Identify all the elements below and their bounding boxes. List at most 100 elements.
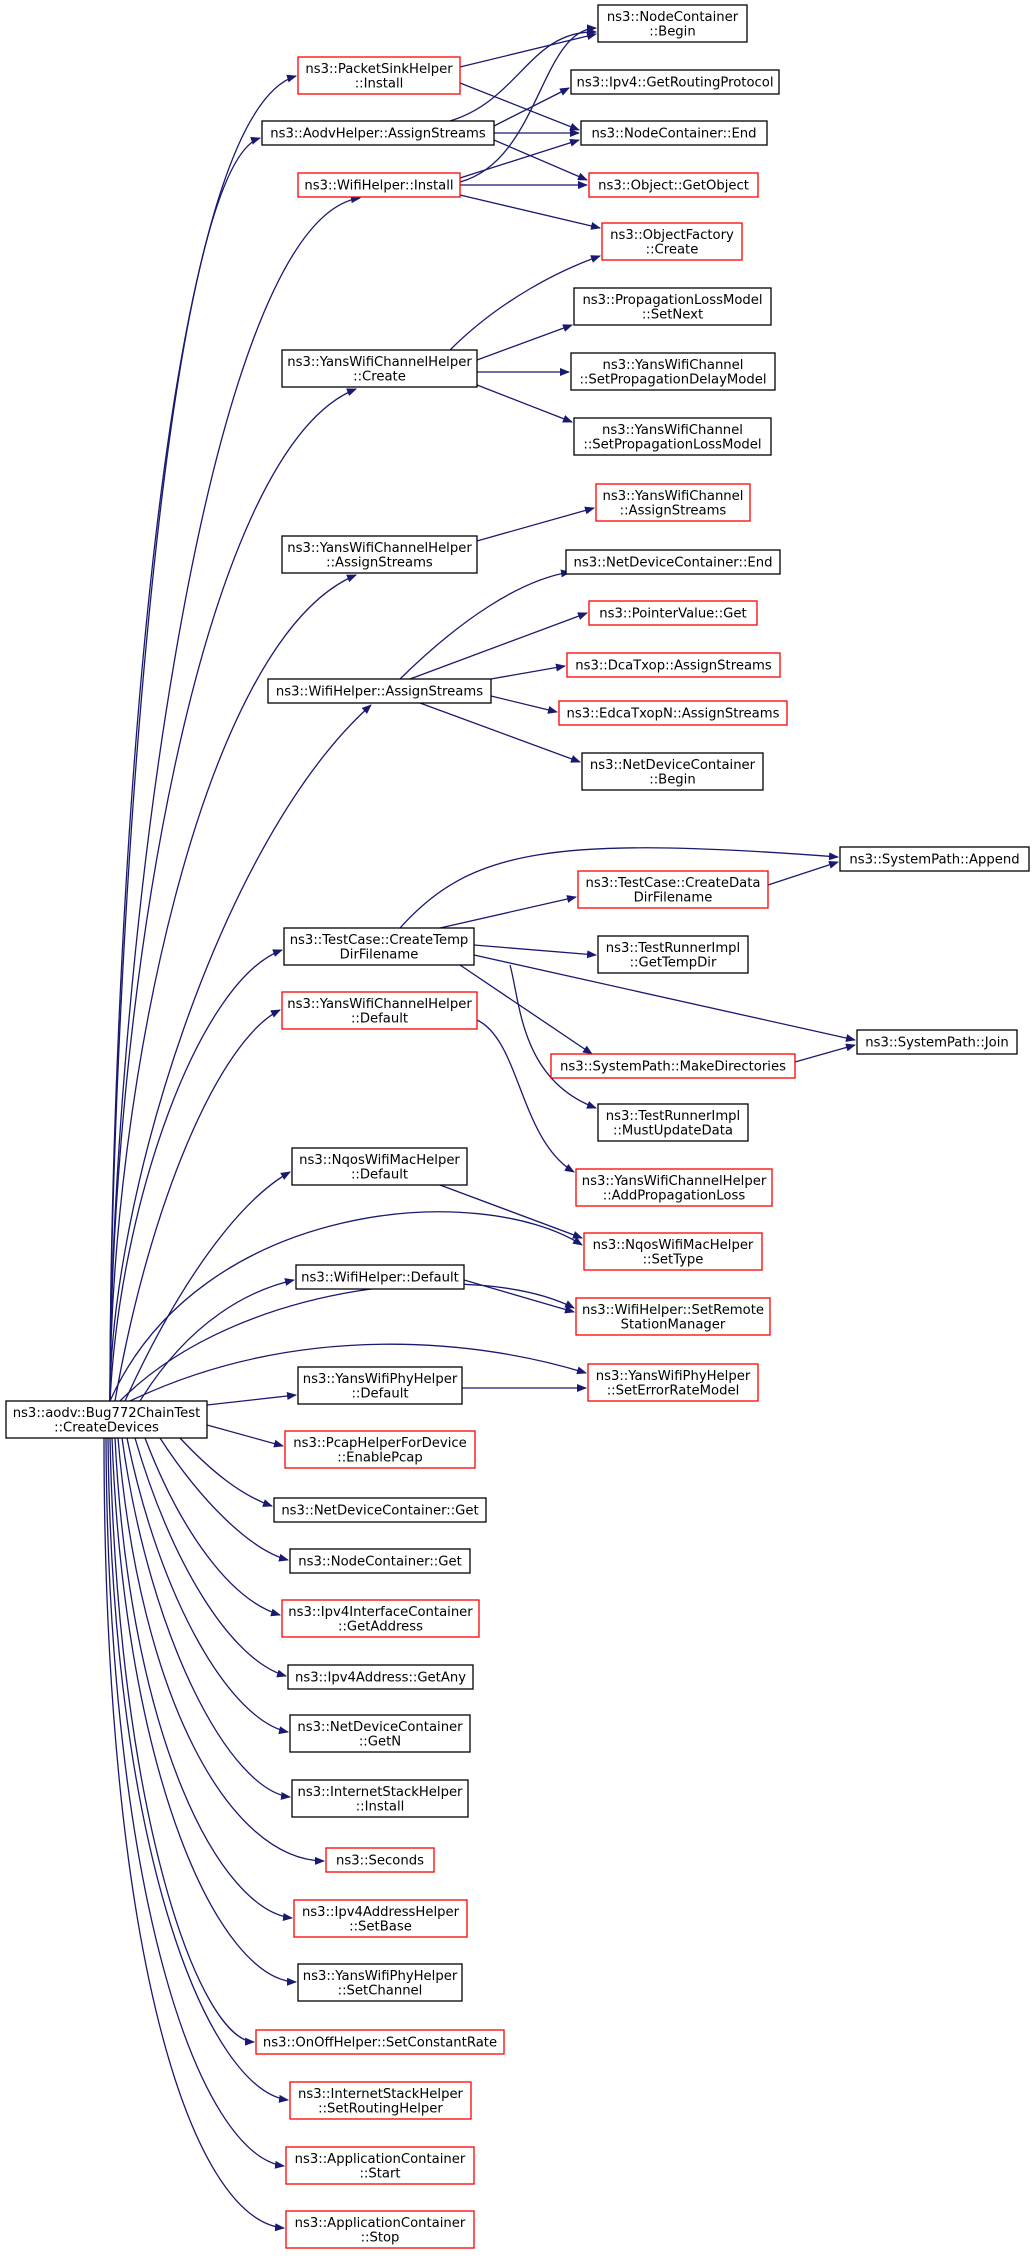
node-label-line: ::AssignStreams (620, 503, 727, 518)
node-seconds[interactable]: ns3::Seconds (325, 1847, 435, 1873)
edge-aodvAssign-to-ncBegin (449, 27, 597, 122)
edge-root-to-wifiAssign (109, 704, 372, 1402)
edge-yansChCreate-to-yansChSetLoss (476, 384, 573, 423)
node-box (839, 846, 1030, 872)
node-objFactoryCreate[interactable]: ns3::ObjectFactory::Create (601, 222, 743, 261)
node-label-line: ns3::TestRunnerImpl (606, 1109, 740, 1124)
node-ndcEnd[interactable]: ns3::NetDeviceContainer::End (565, 549, 781, 575)
node-box (601, 222, 743, 261)
node-getTempDir[interactable]: ns3::TestRunnerImpl::GetTempDir (597, 935, 749, 974)
node-ncEnd[interactable]: ns3::NodeContainer::End (580, 120, 768, 146)
node-box (291, 1779, 469, 1818)
node-wifiDefault[interactable]: ns3::WifiHelper::Default (295, 1264, 465, 1290)
node-yansChannelAssign[interactable]: ns3::YansWifiChannel::AssignStreams (595, 483, 751, 522)
node-addPropLoss[interactable]: ns3::YansWifiChannelHelper::AddPropagati… (575, 1168, 773, 1207)
node-box (255, 2029, 505, 2055)
node-yansChSetLoss[interactable]: ns3::YansWifiChannel::SetPropagationLoss… (573, 417, 772, 456)
node-ipv4SetBase[interactable]: ns3::Ipv4AddressHelper::SetBase (293, 1899, 468, 1938)
node-label-line: ns3::EdcaTxopN::AssignStreams (567, 707, 780, 722)
node-pointerGet[interactable]: ns3::PointerValue::Get (588, 600, 758, 626)
node-dcaAssign[interactable]: ns3::DcaTxop::AssignStreams (566, 652, 781, 678)
node-label-line: ns3::Ipv4::GetRoutingProtocol (576, 76, 773, 91)
edge-root-to-nqosDefault (124, 1171, 291, 1402)
node-yansChAssign[interactable]: ns3::YansWifiChannelHelper::AssignStream… (281, 535, 478, 574)
edge-root-to-onoffRate (109, 1437, 255, 2046)
node-root[interactable]: ns3::aodv::Bug772ChainTest::CreateDevice… (5, 1400, 208, 1439)
node-makeDirs[interactable]: ns3::SystemPath::MakeDirectories (550, 1053, 796, 1079)
node-ipv4IfGetAddr[interactable]: ns3::Ipv4InterfaceContainer::GetAddress (281, 1599, 480, 1638)
nodes-layer: ns3::aodv::Bug772ChainTest::CreateDevice… (5, 4, 1030, 2249)
node-propLossSetNext[interactable]: ns3::PropagationLossModel::SetNext (573, 287, 772, 326)
node-label-line: ns3::ApplicationContainer (295, 2152, 466, 2167)
node-box (289, 1548, 471, 1574)
node-label-line: ns3::YansWifiChannel (603, 358, 744, 373)
node-pcapEnable[interactable]: ns3::PcapHelperForDevice::EnablePcap (284, 1430, 476, 1469)
node-label-line: StationManager (621, 1317, 726, 1332)
node-packetSinkInstall[interactable]: ns3::PacketSinkHelper::Install (297, 56, 461, 95)
node-wifiInstall[interactable]: ns3::WifiHelper::Install (297, 172, 461, 198)
edge-root-to-ipv4SetBase (114, 1437, 293, 1921)
edge-root-to-wifiDefault (139, 1278, 295, 1402)
node-label-line: ns3::YansWifiPhyHelper (303, 1969, 458, 1984)
node-box (261, 120, 495, 146)
node-appStart[interactable]: ns3::ApplicationContainer::Start (285, 2146, 475, 2185)
node-ncBegin[interactable]: ns3::NodeContainer::Begin (597, 4, 748, 43)
node-label-line: ::SetType (643, 1252, 704, 1267)
edge-nqosDefault-to-nqosSetType (439, 1184, 583, 1239)
node-inetSetRouting[interactable]: ns3::InternetStackHelper::SetRoutingHelp… (289, 2081, 472, 2120)
node-mustUpdate[interactable]: ns3::TestRunnerImpl::MustUpdateData (597, 1103, 749, 1142)
node-label-line: ::Install (355, 76, 404, 91)
node-yansChDefault[interactable]: ns3::YansWifiChannelHelper::Default (281, 991, 478, 1030)
node-appStop[interactable]: ns3::ApplicationContainer::Stop (285, 2210, 475, 2249)
node-sysAppend[interactable]: ns3::SystemPath::Append (839, 846, 1030, 872)
edge-root-to-createTemp (109, 949, 283, 1402)
node-label-line: ns3::TestCase::CreateData (586, 876, 761, 891)
node-aodvAssign[interactable]: ns3::AodvHelper::AssignStreams (261, 120, 495, 146)
node-label-line: ns3::WifiHelper::SetRemote (582, 1303, 764, 1318)
node-label-line: ns3::PacketSinkHelper (305, 62, 453, 77)
edge-wifiAssign-to-pointerGet (409, 612, 588, 680)
node-box (281, 349, 478, 388)
node-wifiAssign[interactable]: ns3::WifiHelper::AssignStreams (267, 678, 492, 704)
edge-root-to-aodvAssign (109, 137, 261, 1402)
node-label-line: ns3::NqosWifiMacHelper (593, 1238, 754, 1253)
edge-root-to-inetSetRouting (107, 1437, 289, 2103)
node-ncGet[interactable]: ns3::NodeContainer::Get (289, 1548, 471, 1574)
node-ndcGet[interactable]: ns3::NetDeviceContainer::Get (273, 1497, 487, 1523)
edge-createTemp-to-sysAppend (399, 847, 839, 929)
node-ipv4GetRouting[interactable]: ns3::Ipv4::GetRoutingProtocol (570, 69, 780, 95)
node-yansChCreate[interactable]: ns3::YansWifiChannelHelper::Create (281, 349, 478, 388)
node-box (597, 935, 749, 974)
node-yansPhyDefault[interactable]: ns3::YansWifiPhyHelper::Default (297, 1366, 463, 1405)
node-label-line: ns3::TestRunnerImpl (606, 941, 740, 956)
edge-wifiAssign-to-ndcEnd (399, 569, 571, 680)
node-yansPhySetChannel[interactable]: ns3::YansWifiPhyHelper::SetChannel (297, 1963, 463, 2002)
node-ndcGetN[interactable]: ns3::NetDeviceContainer::GetN (289, 1714, 471, 1753)
node-sysJoin[interactable]: ns3::SystemPath::Join (856, 1029, 1018, 1055)
node-edcaAssign[interactable]: ns3::EdcaTxopN::AssignStreams (558, 700, 788, 726)
node-objGetObject[interactable]: ns3::Object::GetObject (588, 172, 759, 198)
node-box (267, 678, 492, 704)
node-box (325, 1847, 435, 1873)
node-label-line: ::GetTempDir (630, 955, 717, 970)
node-label-line: ::Stop (361, 2230, 400, 2245)
node-inetInstall[interactable]: ns3::InternetStackHelper::Install (291, 1779, 469, 1818)
node-yansChSetDelay[interactable]: ns3::YansWifiChannel::SetPropagationDela… (570, 352, 776, 391)
node-box (291, 1147, 468, 1186)
edge-wifiAssign-to-edcaAssign (490, 695, 558, 714)
node-nqosDefault[interactable]: ns3::NqosWifiMacHelper::Default (291, 1147, 468, 1186)
edge-wifiInstall-to-objFactoryCreate (459, 194, 601, 230)
node-onoffRate[interactable]: ns3::OnOffHelper::SetConstantRate (255, 2029, 505, 2055)
node-label-line: ::SetPropagationDelayModel (579, 372, 766, 387)
node-label-line: ns3::NetDeviceContainer::End (574, 556, 773, 571)
node-ipv4GetAny[interactable]: ns3::Ipv4Address::GetAny (287, 1664, 474, 1690)
node-label-line: ns3::NqosWifiMacHelper (299, 1153, 460, 1168)
node-setErrorRate[interactable]: ns3::YansWifiPhyHelper::SetErrorRateMode… (587, 1363, 759, 1402)
node-label-line: ns3::NodeContainer::Get (298, 1555, 462, 1570)
node-ndcBegin[interactable]: ns3::NetDeviceContainer::Begin (581, 752, 764, 791)
node-nqosSetType[interactable]: ns3::NqosWifiMacHelper::SetType (583, 1232, 763, 1271)
node-label-line: ::Default (351, 1386, 408, 1401)
